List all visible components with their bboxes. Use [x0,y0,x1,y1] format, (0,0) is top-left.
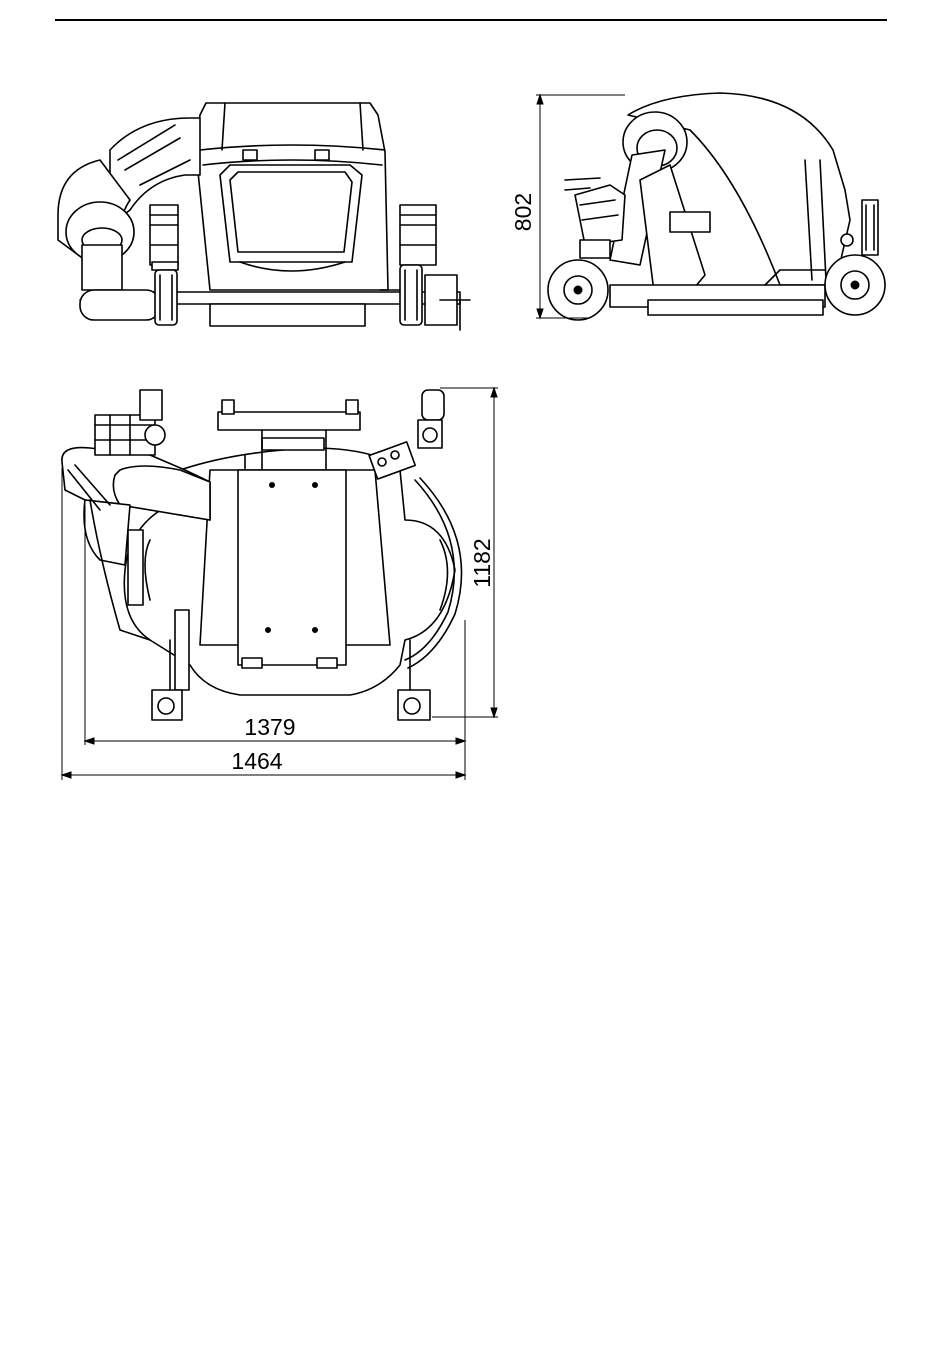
side-view [548,93,885,320]
dimension-label-802: 802 [510,193,536,231]
front-view [58,103,470,330]
top-view [62,390,462,720]
dimension-label-1182: 1182 [469,538,495,587]
dimension-label-1379: 1379 [244,714,295,740]
dimension-label-1464: 1464 [231,748,282,774]
